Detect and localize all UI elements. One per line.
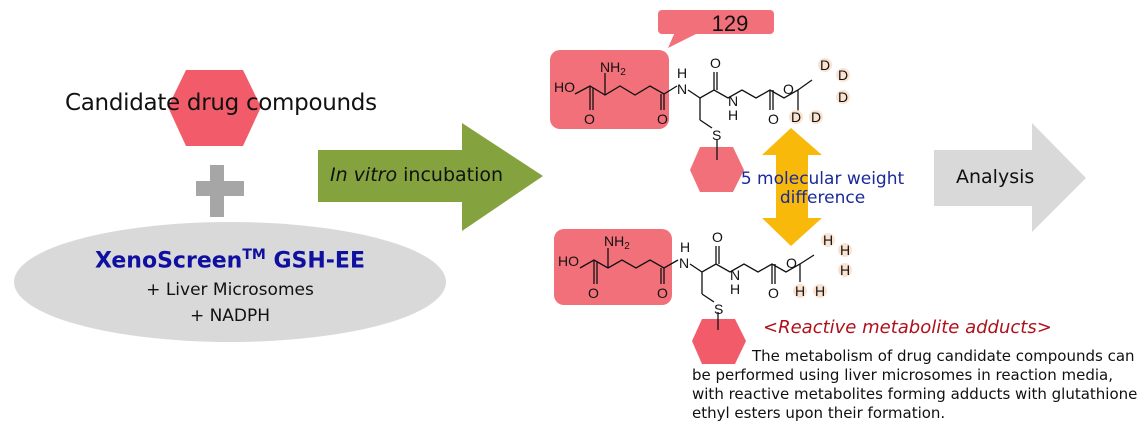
drug-hexagon-icon <box>168 70 261 146</box>
deuterium-labels: D D D D D <box>789 57 850 125</box>
svg-text:D: D <box>811 109 821 125</box>
atom-o: O <box>786 255 797 271</box>
bottom-molecule <box>579 246 815 325</box>
incubation-label: In vitro incubation <box>330 164 503 186</box>
atom-ho: HO <box>554 79 575 95</box>
mw-difference-label: 5 molecular weight difference <box>740 169 905 208</box>
reactive-description: The metabolism of drug candidate compoun… <box>692 347 1138 422</box>
hydrogen-labels: H H H H H <box>793 232 852 299</box>
atom-n: N <box>677 81 687 97</box>
atom-o: O <box>657 111 668 127</box>
incubation-arrow <box>318 123 543 231</box>
atom-n: N <box>728 93 738 109</box>
atom-o: O <box>768 285 779 301</box>
atom-s: S <box>712 127 721 143</box>
atom-h: H <box>680 239 690 255</box>
svg-text:H: H <box>840 242 850 258</box>
bottom-glutamyl-highlight <box>554 229 672 305</box>
top-adduct-hexagon-icon <box>690 147 744 192</box>
svg-text:H: H <box>815 283 825 299</box>
reagent-ellipse <box>14 222 446 342</box>
reagent-suffix: GSH-EE <box>265 248 365 274</box>
analysis-label: Analysis <box>956 166 1035 188</box>
incubation-italic: In vitro <box>330 164 398 186</box>
reagent-line-microsomes: + Liver Microsomes <box>146 280 314 300</box>
atom-s: S <box>714 301 723 317</box>
atom-o: O <box>584 111 595 127</box>
atom-n: N <box>730 267 740 283</box>
svg-text:D: D <box>820 57 830 73</box>
atom-o: O <box>783 81 794 97</box>
reagent-line-nadph: + NADPH <box>189 306 271 326</box>
bottom-adduct-hexagon-icon <box>692 319 746 364</box>
svg-text:D: D <box>791 109 801 125</box>
atom-nh2: NH2 <box>604 233 630 252</box>
atom-h: H <box>730 281 740 297</box>
atom-o: O <box>768 111 779 127</box>
mass-badge-label: 129 <box>711 11 749 36</box>
trademark: TM <box>242 247 266 263</box>
reagent-title: XenoScreenTM GSH-EE <box>0 247 460 273</box>
svg-text:H: H <box>823 232 833 248</box>
atom-nh2: NH2 <box>600 59 626 78</box>
svg-text:H: H <box>840 262 850 278</box>
analysis-arrow <box>934 123 1086 232</box>
reagent-name: XenoScreen <box>95 248 243 274</box>
reactive-adducts-title: <Reactive metabolite adducts> <box>763 317 1052 338</box>
atom-o: O <box>657 285 668 301</box>
incubation-rest: incubation <box>397 164 504 186</box>
mass-badge <box>658 10 774 48</box>
atom-h: H <box>728 107 738 123</box>
atom-h: H <box>677 65 687 81</box>
atom-ho: HO <box>558 253 579 269</box>
svg-text:D: D <box>838 67 848 83</box>
svg-text:D: D <box>838 89 848 105</box>
plus-icon <box>196 165 244 217</box>
top-molecule <box>574 72 813 150</box>
top-glutamyl-highlight <box>550 50 669 129</box>
atom-o: O <box>588 285 599 301</box>
mw-double-arrow <box>762 128 822 246</box>
candidate-compounds-label: Candidate drug compounds <box>65 90 377 116</box>
svg-text:H: H <box>795 283 805 299</box>
atom-o: O <box>712 229 723 245</box>
atom-n: N <box>679 255 689 271</box>
atom-o: O <box>710 55 721 71</box>
